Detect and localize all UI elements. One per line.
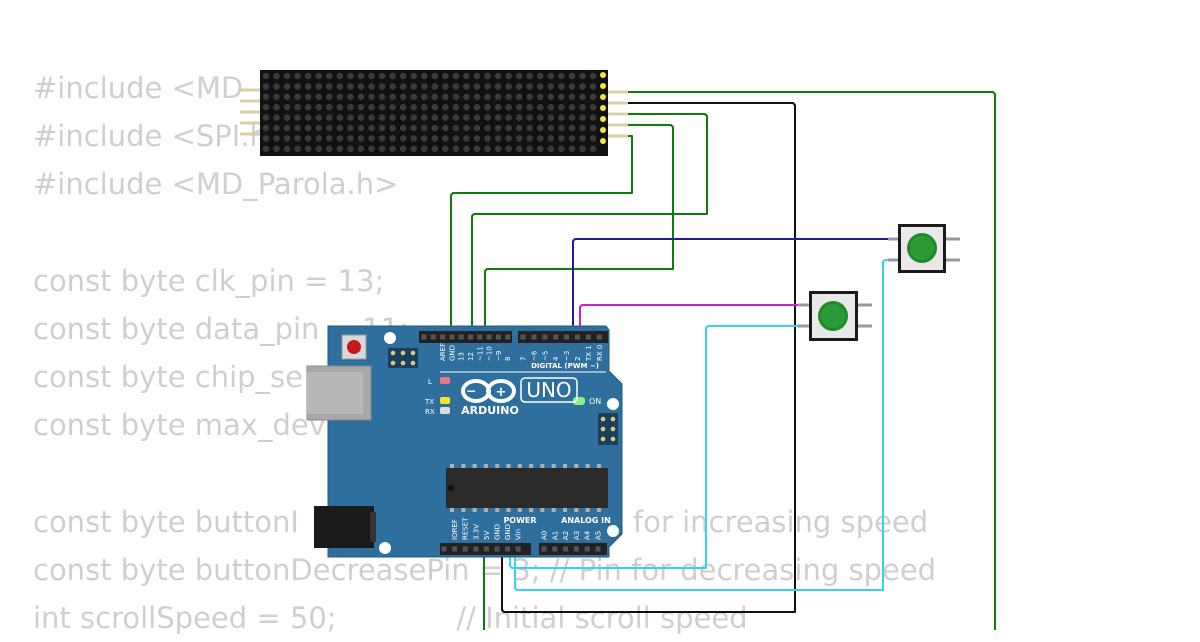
digital-pin-label: ~10 [486, 346, 494, 361]
matrix-right-pins [600, 72, 606, 144]
digital-label: DIGITAL (PWM ~) [531, 362, 599, 370]
bottom-pin-label: IOREF [451, 519, 459, 540]
model-label: UNO [526, 378, 571, 402]
bottom-pin-label: A0 [541, 531, 549, 540]
led-matrix-body [260, 70, 608, 156]
led-on [573, 397, 585, 405]
led-rx [440, 407, 450, 414]
digital-pin-label: 12 [467, 352, 475, 361]
matrix-left-header-pins [240, 88, 262, 136]
digital-pin-label: 4 [552, 356, 560, 361]
push-button-2[interactable] [798, 291, 872, 341]
code-editor-background: #include <MD #include <SPI.h #include <MD_… [33, 64, 936, 642]
brand-label: ARDUINO [461, 404, 519, 417]
code-line: #include <SPI.h [33, 119, 268, 154]
digital-pin-label: RX 0 [596, 345, 604, 361]
digital-pin-label: ~5 [541, 351, 549, 361]
code-line: #include <MD [33, 71, 244, 105]
mount-hole [607, 398, 619, 410]
wire-vcc-green[interactable] [628, 91, 996, 630]
digital-pin-label: 7 [520, 357, 528, 361]
bottom-pin-label: GND [494, 524, 502, 540]
bottom-pin-holes [441, 546, 601, 552]
bottom-pin-label: A4 [584, 530, 592, 540]
led-matrix-module[interactable] [240, 70, 628, 156]
mount-hole [607, 525, 619, 537]
code-line: const byte chip_se [33, 360, 304, 395]
wire-clk-green[interactable] [450, 135, 633, 335]
led-rx-label: RX [425, 408, 435, 416]
digital-pin-label: 2 [574, 357, 582, 361]
uno-badge [520, 377, 578, 403]
svg-text:+: + [496, 385, 507, 400]
icsp-header-top [388, 348, 418, 368]
bottom-pin-label: Vin [515, 529, 523, 540]
code-fragment-increase: for increasing speed [633, 505, 928, 539]
bottom-pin-label: GND [504, 524, 512, 540]
led-on-label: ON [589, 397, 601, 406]
bottom-pin-label: 3.3V [472, 524, 480, 540]
digital-pin-label: AREF [439, 343, 447, 361]
bottom-pin-label: 5V [483, 531, 491, 540]
digital-pin-label: TX 1 [585, 345, 593, 362]
digital-pin-label: ~6 [530, 350, 538, 361]
digital-pin-label: ~9 [495, 351, 503, 361]
digital-pin-label: 13 [458, 352, 466, 361]
analog-header [539, 543, 607, 555]
bottom-pin-label: RESET [462, 517, 470, 540]
digital-header-left [419, 331, 512, 343]
code-line: int scrollSpeed = 50; // Initial scroll … [33, 601, 748, 636]
digital-pin-holes [421, 334, 602, 340]
bottom-pin-label: A1 [551, 531, 559, 540]
code-line: #include <MD_Parola.h> [33, 167, 399, 202]
bottom-pin-label: A5 [595, 531, 603, 540]
power-jack [314, 506, 374, 548]
digital-header-right [518, 331, 608, 343]
bottom-pin-label: A3 [573, 531, 581, 540]
digital-pin-label: ~11 [476, 346, 484, 361]
arduino-infinity-logo-icon [461, 379, 516, 403]
code-line: const byte buttonDecreasePin = 3; // Pin… [33, 552, 937, 587]
wire-button1-cyan[interactable] [514, 259, 898, 591]
mount-hole [384, 332, 396, 344]
power-label: POWER [503, 516, 536, 525]
wire-button1-blue[interactable] [572, 238, 898, 335]
wire-button2-cyan[interactable] [509, 325, 812, 569]
code-line: const byte max_dev [33, 408, 326, 443]
led-tx [440, 397, 450, 404]
wire-cs-green[interactable] [484, 124, 674, 335]
wire-gnd-black[interactable] [501, 102, 796, 613]
microcontroller-chip [446, 464, 608, 512]
code-line: const byte clk_pin = 13; [33, 263, 385, 298]
wire-din-green[interactable] [471, 113, 708, 335]
led-tx-label: TX [424, 398, 434, 406]
push-button-1[interactable] [888, 224, 960, 273]
digital-pin-label: 8 [504, 357, 512, 361]
led-l [440, 377, 450, 384]
wire-button2-magenta[interactable] [579, 304, 812, 335]
led-l-label: L [428, 378, 432, 386]
led-matrix-dots [262, 72, 597, 153]
bottom-pin-label: A2 [562, 531, 570, 540]
matrix-right-header-pins [608, 90, 628, 138]
icsp-header-right [598, 413, 618, 445]
mount-hole [379, 542, 391, 554]
code-line: const byte buttonI [33, 504, 299, 539]
analog-label: ANALOG IN [561, 516, 611, 525]
digital-pin-label: GND [448, 345, 456, 361]
svg-text:−: − [466, 384, 476, 398]
digital-pin-label: ~3 [563, 351, 571, 361]
